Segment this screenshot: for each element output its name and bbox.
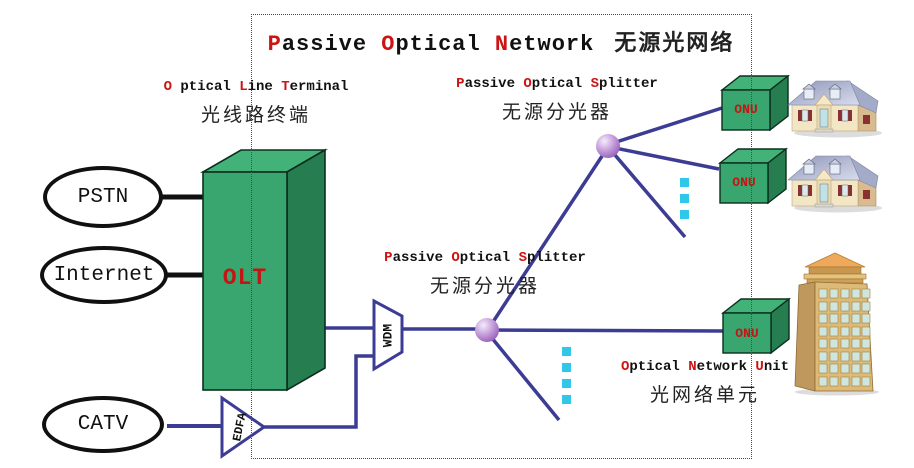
wdm-shape-label: WDM	[380, 323, 396, 348]
onu-label-seg: N	[688, 359, 697, 375]
house-2	[787, 155, 883, 213]
diagram-title: Passive Optical Network 无源光网络	[251, 25, 751, 57]
splitter-label-seg: plitter	[599, 76, 658, 92]
onu-label-seg: ptical	[629, 359, 689, 375]
wdm-shape	[372, 298, 404, 372]
splitter-label-seg: S	[590, 76, 600, 92]
pstn-node: PSTN	[43, 166, 163, 228]
olt-label-seg: T	[281, 79, 290, 95]
splitter-label-seg: O	[523, 76, 532, 92]
splitter-label-seg: plitter	[527, 250, 586, 266]
splitter-label-seg: ptical	[459, 250, 519, 266]
title-seg: P	[267, 32, 282, 57]
line-splitter2-onu2	[609, 145, 720, 171]
line-splitter-splitter	[487, 146, 610, 329]
onu-label-cn: 光网络单元	[649, 384, 760, 406]
onu-label: Optical Network Unit 光网络单元	[580, 359, 830, 407]
title-seg: ptical	[395, 32, 495, 57]
fiber-lines	[167, 106, 724, 429]
title-seg: N	[494, 32, 510, 57]
olt-label-seg: erminal	[289, 79, 349, 95]
onu-box-3-label: ONU	[735, 326, 759, 341]
splitter-main-label: Passive Optical Splitter 无源分光器	[360, 250, 610, 298]
splitter-label-cn: 无源分光器	[429, 275, 540, 297]
splitter-label-cn: 无源分光器	[501, 101, 612, 123]
line-splitter2-onu1	[609, 106, 723, 146]
olt-box-label: OLT	[222, 265, 268, 291]
title-seg: etwork	[509, 32, 595, 57]
onu-label-seg: U	[755, 359, 764, 375]
pstn-node-label: PSTN	[77, 185, 129, 209]
onu-label-seg: O	[620, 359, 630, 375]
line-splitter-branch	[485, 330, 561, 422]
splitter-label-seg: assive	[392, 250, 452, 266]
internet-node: Internet	[40, 246, 168, 304]
splitter-sphere-main	[475, 318, 499, 342]
splitter-label-seg: ptical	[531, 76, 591, 92]
splitter-label-seg: P	[456, 76, 465, 92]
line-splitter2-branch	[607, 146, 687, 239]
onu-box-2-label: ONU	[732, 175, 756, 190]
line-edfa-wdm	[264, 354, 374, 429]
title-cn: 无源光网络	[614, 31, 735, 56]
title-seg: assive	[281, 32, 382, 57]
house-1	[787, 80, 883, 138]
onu-label-seg: nit	[763, 359, 790, 375]
splitter-label-seg: S	[518, 250, 528, 266]
catv-node: CATV	[42, 396, 164, 453]
internet-node-label: Internet	[53, 263, 155, 287]
splitter-label-seg: O	[451, 250, 460, 266]
olt-label: O ptical Line Terminal 光线路终端	[120, 79, 392, 127]
splitter-upper-label: Passive Optical Splitter 无源分光器	[432, 76, 682, 124]
edfa-shape	[220, 395, 267, 459]
access-lines	[158, 194, 206, 278]
line-splitter-onu3	[487, 328, 724, 333]
onu-box-1-label: ONU	[734, 102, 758, 117]
catv-node-label: CATV	[77, 413, 129, 436]
olt-label-cn: 光线路终端	[200, 104, 311, 126]
splitter-label-seg: assive	[464, 76, 524, 92]
olt-label-seg: O	[163, 79, 172, 95]
olt-label-seg: ptical	[171, 79, 240, 95]
splitter-sphere-upper	[596, 134, 620, 158]
olt-label-seg: ine	[247, 79, 282, 95]
more-branches-dashes	[562, 178, 689, 404]
title-seg: O	[381, 32, 396, 57]
olt-label-seg: L	[239, 79, 248, 95]
onu-label-seg: etwork	[696, 359, 756, 375]
olt-box	[200, 148, 328, 392]
splitter-label-seg: P	[384, 250, 393, 266]
